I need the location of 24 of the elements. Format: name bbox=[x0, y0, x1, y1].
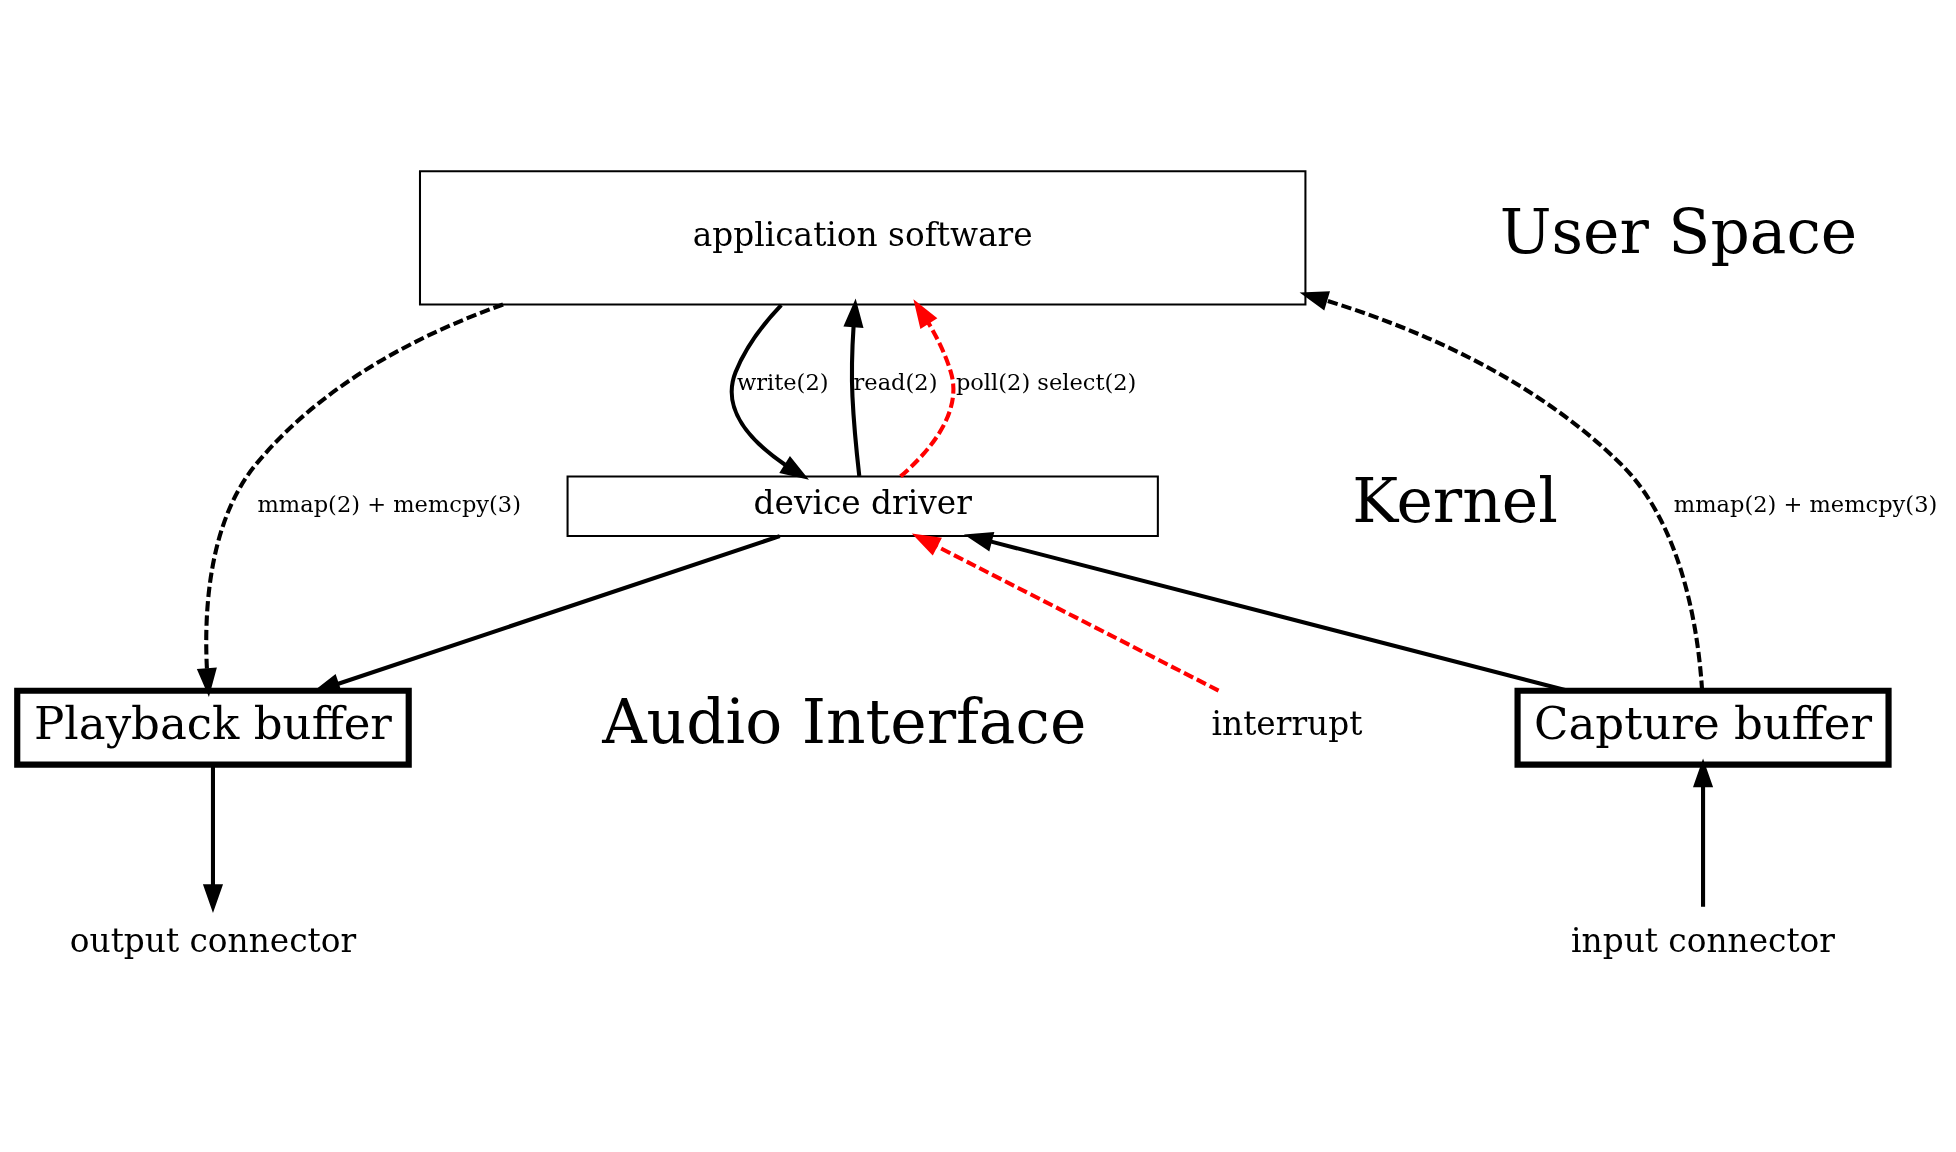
node-box: application software bbox=[418, 170, 1307, 306]
edge-label: read(2) bbox=[853, 369, 938, 396]
arrow bbox=[202, 764, 224, 913]
arrow bbox=[1299, 291, 1705, 691]
edge-label: mmap(2) + memcpy(3) bbox=[257, 491, 521, 518]
node-box: Capture buffer bbox=[1514, 687, 1892, 768]
edge-label: mmap(2) + memcpy(3) bbox=[1673, 491, 1938, 518]
arrow bbox=[729, 303, 809, 480]
node-text: output connector bbox=[69, 921, 357, 960]
arrow bbox=[899, 299, 956, 478]
node-text: interrupt bbox=[1211, 705, 1363, 744]
arrow bbox=[1693, 758, 1714, 907]
edge-label: write(2) bbox=[736, 369, 829, 396]
node-box: device driver bbox=[566, 475, 1159, 538]
arrow bbox=[911, 533, 1220, 693]
arrow bbox=[963, 532, 1569, 693]
node-text: input connector bbox=[1571, 921, 1836, 960]
edge-label: poll(2) select(2) bbox=[955, 369, 1137, 396]
node-box: Playback buffer bbox=[14, 687, 412, 768]
label: Kernel bbox=[1352, 464, 1558, 536]
label: Audio Interface bbox=[602, 686, 1087, 758]
arrow bbox=[196, 302, 504, 697]
label: User Space bbox=[1499, 196, 1858, 268]
arrow bbox=[843, 298, 864, 477]
